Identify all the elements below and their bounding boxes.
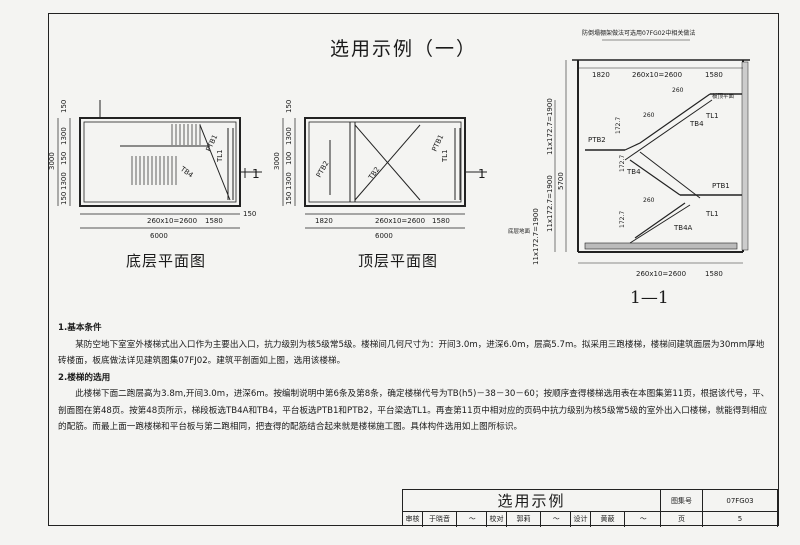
plan1-dim-depth: 3000: [48, 152, 56, 170]
section-tag-tl1-lower: TL1: [705, 210, 719, 218]
design-label: 设计: [571, 512, 591, 527]
plan1-dim-l3: 150: [60, 152, 68, 165]
plan2-dim-steps: 260x10=2600: [375, 217, 425, 225]
section-tag-step2: 260: [643, 112, 655, 119]
section-dim-top-left: 1820: [592, 71, 610, 79]
notes-block: 1.基本条件 某防空地下室室外楼梯式出入口作为主要出入口，抗力级别为核5级常5级…: [58, 320, 770, 436]
section-dim-bottom-landing: 1580: [705, 270, 723, 278]
plan1-tag-tl1: TL1: [216, 149, 224, 163]
drawing-frame: [48, 13, 779, 526]
notes-paragraph-1: 某防空地下室室外楼梯式出入口作为主要出入口，抗力级别为核5级常5级。楼梯间几何尺…: [58, 339, 765, 367]
plan2-dim-l3: 100: [285, 152, 293, 165]
checker-name: 郭莉: [507, 512, 541, 527]
plan2-dim-l2: 1300: [285, 127, 293, 145]
atlas-label: 图集号: [661, 490, 703, 512]
section-drawing: [554, 39, 750, 264]
page-number: 5: [703, 512, 778, 527]
plan1-dim-l4: 1300: [60, 172, 68, 190]
plan1-dim-l2: 1300: [60, 127, 68, 145]
section-tag-tb4a: TB4A: [673, 224, 693, 232]
section-title: 1—1: [630, 288, 669, 308]
section-tag-step3: 260: [643, 197, 655, 204]
plan1-dim-l5: 150: [60, 192, 68, 205]
notes-heading-2: 2.楼梯的选用: [58, 372, 111, 383]
section-dim-height: 5700: [557, 172, 565, 190]
section-note: 防倒塌棚架做法可选用07FG02中相关做法: [582, 30, 696, 37]
section-dim-flight2: 11x172.7=1900: [546, 175, 554, 232]
atlas-number: 07FG03: [703, 490, 778, 512]
plan1-drawing: [57, 100, 262, 229]
section-text-floor: 板顶平面: [712, 92, 735, 100]
plan2-dim-left: 1820: [315, 217, 333, 225]
plan2-tag-tl1: TL1: [441, 149, 449, 163]
title-block: 选用示例 图集号 07FG03 审核 于晓音 〜 校对 郭莉 〜 设计 黄蔽 〜…: [402, 489, 779, 527]
section-dim-flight3: 11x172.7=1900: [532, 208, 540, 265]
section-tag-tb4-mid: TB4: [626, 168, 641, 176]
section-dim-bottom-steps: 260x10=2600: [636, 270, 686, 278]
plan1-dim-total: 6000: [150, 232, 168, 240]
section-tag-rise1: 172.7: [615, 117, 622, 134]
plan2-dim-l1: 150: [285, 100, 293, 113]
plan2-section-mark: 1: [478, 167, 486, 181]
page-title: 选用示例（一）: [330, 38, 478, 60]
designer-signature: 〜: [625, 512, 661, 527]
plan1-dim-landing: 1580: [205, 217, 223, 225]
plan2-drawing: [282, 117, 487, 229]
notes-paragraph-2: 此楼梯下面二跑层高为3.8m,开间3.0m，进深6m。按编制说明中第6条及第8条…: [58, 389, 770, 432]
title-block-name: 选用示例: [403, 490, 661, 512]
section-dim-top-steps: 260x10=2600: [632, 71, 682, 79]
section-tag-rise2: 172.7: [619, 155, 626, 172]
plan1-title: 底层平面图: [126, 252, 207, 270]
plan2-title: 顶层平面图: [358, 252, 439, 270]
plan2-dim-depth: 3000: [273, 152, 281, 170]
plan1-dim-steps: 260x10=2600: [147, 217, 197, 225]
section-dim-flight1: 11x172.7=1900: [546, 98, 554, 155]
plan1-dim-wall: 150: [243, 210, 256, 218]
plan2-dim-landing: 1580: [432, 217, 450, 225]
plan2-tag-tb2: TB2: [367, 165, 382, 182]
plan2-dim-l5: 150: [285, 192, 293, 205]
plan1-dim-l1: 150: [60, 100, 68, 113]
section-tag-tl1-upper: TL1: [705, 112, 719, 120]
notes-heading-1: 1.基本条件: [58, 323, 102, 333]
plan2-tag-ptb2: PTB2: [315, 160, 331, 179]
page-label: 页: [661, 512, 703, 527]
section-tag-rise3: 172.7: [619, 211, 626, 228]
section-tag-step1: 260: [672, 87, 684, 94]
section-tag-ptb1: PTB1: [712, 182, 730, 190]
section-text-ground: 底层地面: [508, 227, 531, 235]
reviewer-signature: 〜: [457, 512, 487, 527]
reviewer-name: 于晓音: [423, 512, 457, 527]
review-label: 审核: [403, 512, 423, 527]
plan1-section-mark: 1: [252, 167, 260, 181]
section-dim-top-landing: 1580: [705, 71, 723, 79]
plan2-dim-total: 6000: [375, 232, 393, 240]
title-block-signatures: 审核 于晓音 〜 校对 郭莉 〜 设计 黄蔽 〜 页 5: [403, 512, 778, 527]
section-tag-ptb2: PTB2: [588, 136, 606, 144]
plan1-tag-tb4: TB4: [178, 165, 195, 180]
section-tag-tb4-upper: TB4: [689, 120, 704, 128]
plan2-dim-l4: 1300: [285, 172, 293, 190]
checker-signature: 〜: [541, 512, 571, 527]
designer-name: 黄蔽: [591, 512, 625, 527]
check-label: 校对: [487, 512, 507, 527]
